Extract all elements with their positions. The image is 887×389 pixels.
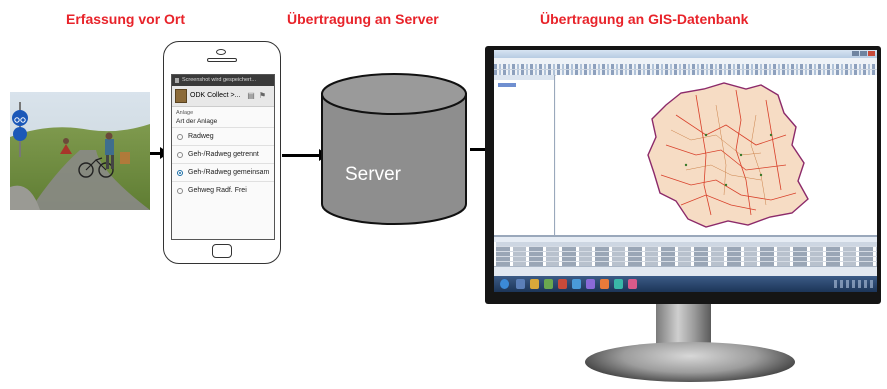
camera-icon <box>216 49 226 55</box>
heading-capture: Erfassung vor Ort <box>66 11 186 27</box>
server-cylinder <box>320 72 468 237</box>
app-title: ODK Collect >... <box>190 92 241 99</box>
taskbar-app-icon[interactable] <box>530 279 539 289</box>
odk-logo-icon <box>175 89 187 103</box>
gis-map <box>556 75 877 235</box>
table-of-contents <box>494 75 555 235</box>
start-icon[interactable] <box>500 279 509 289</box>
app-toolbar: ODK Collect >... ▤⚑ <box>172 86 274 107</box>
taskbar-app-icon[interactable] <box>600 279 609 289</box>
taskbar-app-icon[interactable] <box>614 279 623 289</box>
gis-body <box>494 75 877 292</box>
radio-option-label: Geh-/Radweg gemeinsam <box>188 169 270 176</box>
arrow-photo-to-phone <box>150 147 169 159</box>
radio-icon[interactable] <box>177 187 183 194</box>
taskbar-app-icon[interactable] <box>544 279 553 289</box>
form-section-label: Anlage <box>176 110 194 116</box>
form-question: Art der Anlage <box>176 118 218 125</box>
toolbar-icons[interactable]: ▤⚑ <box>247 91 270 100</box>
monitor-stand-base <box>585 342 795 382</box>
radio-icon[interactable] <box>177 151 183 158</box>
system-tray[interactable] <box>834 280 874 288</box>
radio-option[interactable]: Gehweg Radf. Frei <box>172 181 274 199</box>
bicycle-sign-icon <box>12 110 28 126</box>
phone-screen: Screenshot wird gespeichert... ODK Colle… <box>171 74 275 240</box>
radio-icon[interactable] <box>177 133 183 140</box>
taskbar-app-icon[interactable] <box>628 279 637 289</box>
taskbar-app-icon[interactable] <box>572 279 581 289</box>
radio-option[interactable]: Radweg <box>172 127 274 145</box>
gis-titlebar <box>494 50 877 58</box>
radio-option[interactable]: Geh-/Radweg gemeinsam <box>172 163 274 181</box>
home-button[interactable] <box>212 244 232 258</box>
heading-transfer-server: Übertragung an Server <box>287 11 439 27</box>
phone-status-bar: Screenshot wird gespeichert... <box>172 75 274 86</box>
radio-option[interactable]: Geh-/Radweg getrennt <box>172 145 274 163</box>
gis-toolbar-1 <box>494 64 877 70</box>
radio-option-label: Geh-/Radweg getrennt <box>188 151 259 158</box>
taskbar-app-icon[interactable] <box>516 279 525 289</box>
gis-statusbar <box>494 266 877 277</box>
taskbar-app-icon[interactable] <box>558 279 567 289</box>
radio-option-label: Radweg <box>188 133 214 140</box>
arrow-phone-to-server <box>282 149 328 161</box>
server-label: Server <box>345 164 401 185</box>
speaker-slot <box>207 58 237 62</box>
field-photo <box>10 92 150 210</box>
smartphone: Screenshot wird gespeichert... ODK Colle… <box>163 41 281 264</box>
taskbar <box>494 276 877 292</box>
radio-selected-icon[interactable] <box>177 169 183 176</box>
gis-screen <box>494 50 877 292</box>
radio-option-label: Gehweg Radf. Frei <box>188 187 247 194</box>
heading-transfer-gis: Übertragung an GIS-Datenbank <box>540 11 749 27</box>
window-buttons[interactable] <box>852 51 875 56</box>
taskbar-app-icon[interactable] <box>586 279 595 289</box>
gis-menu <box>494 58 877 64</box>
